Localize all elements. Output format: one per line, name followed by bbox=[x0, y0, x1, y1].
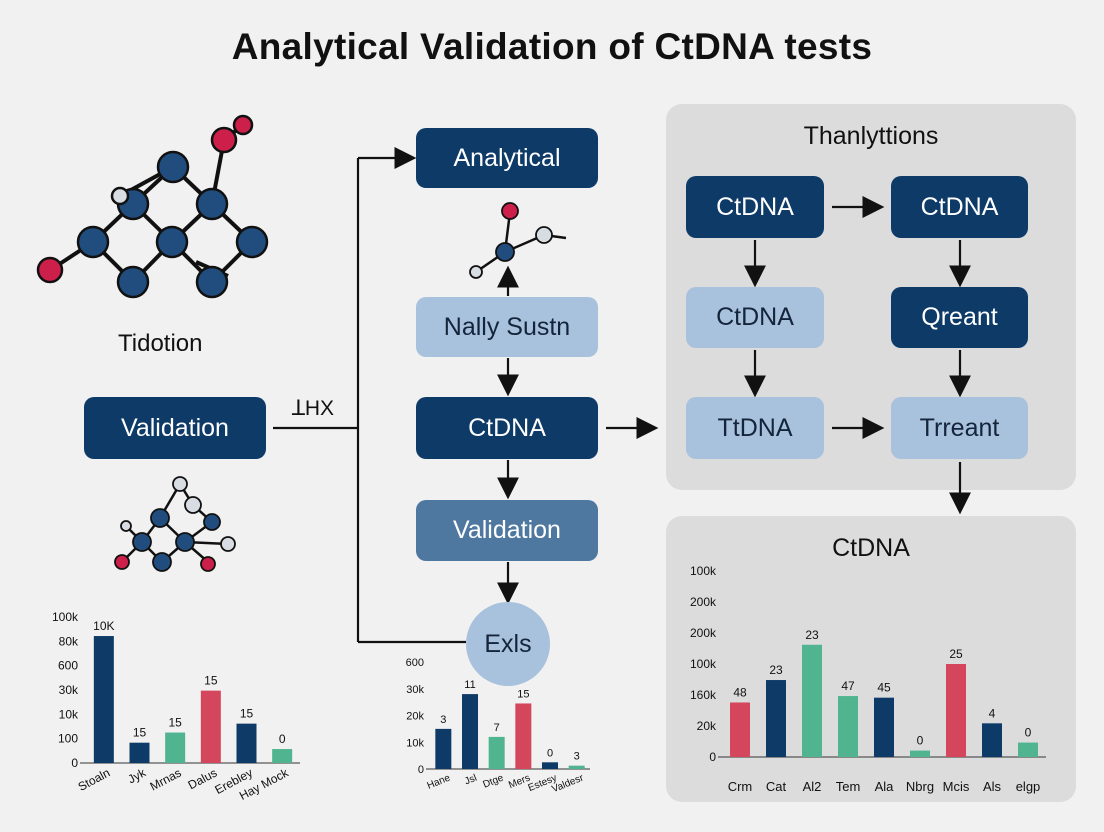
data-label: 15 bbox=[517, 688, 529, 700]
bar bbox=[272, 749, 293, 763]
exls-node: Exls bbox=[466, 602, 550, 686]
data-label: 47 bbox=[841, 679, 855, 693]
bar bbox=[488, 736, 505, 769]
bar bbox=[838, 696, 858, 757]
data-label: 25 bbox=[949, 647, 963, 661]
data-label: 0 bbox=[1025, 726, 1032, 740]
data-label: 0 bbox=[279, 732, 286, 746]
data-label: 3 bbox=[574, 751, 580, 763]
bar bbox=[910, 750, 930, 757]
y-tick-label: 100k bbox=[52, 610, 79, 624]
y-tick-label: 20k bbox=[406, 711, 424, 723]
data-label: 15 bbox=[204, 674, 218, 688]
y-tick-label: 100 bbox=[58, 732, 78, 746]
y-tick-label: 0 bbox=[71, 756, 78, 770]
bar bbox=[874, 697, 894, 757]
category-label: Tem bbox=[836, 779, 861, 794]
ctdna-node-center: CtDNA bbox=[416, 397, 598, 459]
bar bbox=[200, 690, 221, 763]
bar bbox=[802, 644, 822, 757]
category-label: Crm bbox=[728, 779, 753, 794]
data-label: 23 bbox=[769, 663, 783, 677]
bar bbox=[129, 742, 150, 763]
data-label: 15 bbox=[168, 716, 182, 730]
y-tick-label: 80k bbox=[59, 634, 79, 648]
bar bbox=[1018, 742, 1038, 757]
connector-label: ꓕHX bbox=[292, 397, 334, 420]
category-label: Nbrg bbox=[906, 779, 934, 794]
trreant-node: Trreant bbox=[891, 397, 1028, 459]
data-label: 0 bbox=[917, 734, 924, 748]
y-tick-label: 30k bbox=[59, 683, 79, 697]
data-label: 11 bbox=[464, 679, 475, 691]
bar bbox=[435, 728, 452, 769]
data-label: 3 bbox=[440, 714, 446, 726]
y-tick-label: 0 bbox=[418, 764, 424, 776]
y-tick-label: 10k bbox=[406, 737, 424, 749]
category-label: Als bbox=[983, 779, 1002, 794]
data-label: 10K bbox=[93, 619, 114, 633]
category-label: elgp bbox=[1016, 779, 1041, 794]
y-tick-label: 20k bbox=[697, 719, 717, 733]
chart-panel-title: CtDNA bbox=[832, 534, 910, 562]
bar bbox=[165, 732, 186, 763]
data-label: 7 bbox=[494, 722, 500, 734]
data-label: 48 bbox=[733, 685, 747, 699]
y-tick-label: 200k bbox=[690, 626, 717, 640]
y-tick-label: 10k bbox=[59, 707, 79, 721]
y-tick-label: 100k bbox=[690, 564, 717, 578]
data-label: 0 bbox=[547, 747, 553, 759]
ctdna-node-r1c2: CtDNA bbox=[891, 176, 1028, 238]
qreant-node: Qreant bbox=[891, 287, 1028, 348]
category-label: Al2 bbox=[803, 779, 822, 794]
y-tick-label: 0 bbox=[709, 750, 716, 764]
bar bbox=[766, 680, 786, 757]
y-tick-label: 100k bbox=[690, 657, 717, 671]
validation-node-left: Validation bbox=[84, 397, 266, 459]
category-label: Jsl bbox=[463, 773, 478, 788]
page-title: Analytical Validation of CtDNA tests bbox=[231, 26, 873, 67]
bar bbox=[236, 723, 257, 763]
bar bbox=[730, 702, 750, 757]
bar bbox=[946, 664, 966, 757]
ttdna-node: TtDNA bbox=[686, 397, 824, 459]
category-label: Mcis bbox=[943, 779, 970, 794]
data-label: 15 bbox=[133, 726, 147, 740]
category-label: Ala bbox=[875, 779, 895, 794]
bar bbox=[462, 694, 478, 769]
y-tick-label: 600 bbox=[58, 659, 78, 673]
nally-sustn-node: Nally Sustn bbox=[416, 297, 598, 357]
data-label: 45 bbox=[877, 681, 891, 695]
y-tick-label: 200k bbox=[690, 595, 717, 609]
flow-panel-title: Thanlyttions bbox=[803, 122, 939, 150]
data-label: 15 bbox=[240, 707, 254, 721]
ctdna-node-r2c1: CtDNA bbox=[686, 287, 824, 348]
category-label: Cat bbox=[766, 779, 787, 794]
bar bbox=[542, 762, 558, 769]
validation-node-center: Validation bbox=[416, 500, 598, 561]
bar bbox=[93, 636, 114, 763]
y-tick-label: 600 bbox=[406, 657, 424, 669]
data-label: 23 bbox=[805, 628, 819, 642]
y-tick-label: 30k bbox=[406, 684, 424, 696]
bar bbox=[515, 703, 532, 769]
bar bbox=[568, 765, 585, 769]
molecule-caption: Tidotion bbox=[118, 330, 203, 357]
data-label: 4 bbox=[989, 706, 996, 720]
y-tick-label: 160k bbox=[690, 688, 717, 702]
ctdna-node-r1c1: CtDNA bbox=[686, 176, 824, 238]
bar bbox=[982, 723, 1002, 757]
analytical-node: Analytical bbox=[416, 128, 598, 188]
